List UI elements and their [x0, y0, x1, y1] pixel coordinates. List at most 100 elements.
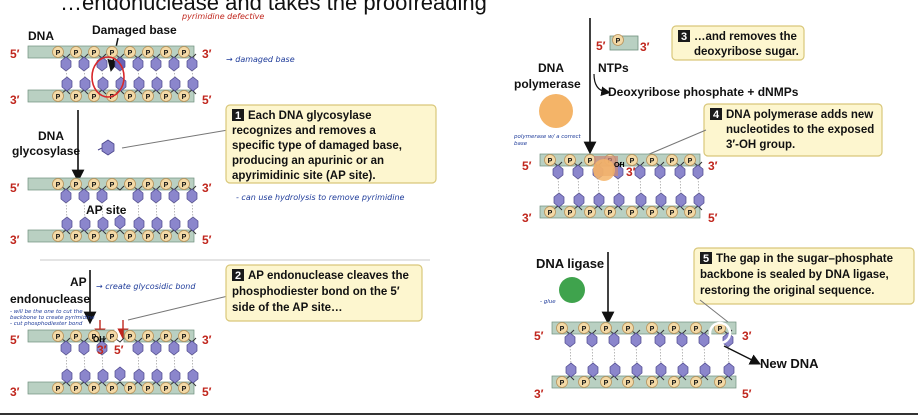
step4-number: 4 [713, 109, 720, 121]
phosphate-group [70, 382, 82, 394]
phosphate-label: P [92, 94, 97, 101]
step4-text-line: 3′-OH group. [726, 139, 795, 151]
base [151, 216, 163, 232]
phosphate-label: P [548, 158, 553, 165]
phosphate-label: P [146, 94, 151, 101]
base [187, 76, 199, 92]
phosphate-group [160, 382, 172, 394]
base [635, 192, 647, 208]
base [552, 164, 564, 180]
phosphate-label: P [56, 50, 61, 57]
phosphate-label: P [146, 182, 151, 189]
base [675, 192, 687, 208]
polymerase-note: base [514, 141, 528, 147]
phosphate-group [124, 382, 136, 394]
three-prime-label: 3′ [202, 47, 212, 61]
phosphate-label: P [630, 158, 635, 165]
three-prime-label: 3′ [534, 387, 544, 401]
phosphate-label: P [128, 182, 133, 189]
callout-leader-5 [699, 299, 729, 323]
five-prime-label: 5′ [596, 39, 606, 53]
base [114, 366, 126, 382]
phosphate-group: P [612, 34, 624, 46]
phosphate-label: P [56, 386, 61, 393]
base [168, 340, 180, 356]
five-prime-label: 5′ [202, 385, 212, 399]
base-pair-bond [727, 345, 730, 365]
phosphate-label: P [110, 182, 115, 189]
base [654, 332, 666, 348]
step1-text-line: apyrimidinic site (AP site). [232, 170, 376, 182]
phosphate-label: P [182, 182, 187, 189]
phosphate-group [684, 154, 696, 166]
pyrimidine-note: pyrimidine defective [181, 12, 264, 21]
phosphate-label: P [128, 234, 133, 241]
glycosylase-label-2: glycosylase [12, 144, 80, 158]
base [79, 216, 91, 232]
cut-note: backbone to create pyrimidine [10, 315, 95, 321]
base [586, 332, 598, 348]
phosphate-label: P [56, 182, 61, 189]
step1-number: 1 [235, 110, 241, 122]
phosphate-group [160, 330, 172, 342]
backbone-strand [539, 153, 701, 167]
base [96, 188, 108, 204]
base [151, 368, 163, 384]
base [186, 188, 198, 204]
phosphate-group [668, 376, 680, 388]
phosphate-group [124, 330, 136, 342]
phosphate-label: P [182, 386, 187, 393]
step2-badge [232, 269, 244, 281]
phosphate-group [106, 330, 118, 342]
base [78, 56, 90, 72]
phosphate-group [88, 382, 100, 394]
phosphate-label: P [604, 380, 609, 387]
phosphate-group [88, 330, 100, 342]
three-prime-label: 3′ [202, 181, 212, 195]
base [78, 340, 90, 356]
phosphate-label: P [128, 94, 133, 101]
phosphate-group [124, 178, 136, 190]
base [723, 362, 735, 378]
phosphate-group [178, 382, 190, 394]
backbone-strand [551, 375, 737, 389]
base [565, 362, 577, 378]
base [587, 362, 599, 378]
base-pair-bond [137, 201, 140, 219]
phosphate-label: P [164, 386, 169, 393]
phosphate-label: P [146, 234, 151, 241]
step5-text-line: The gap in the sugar–phosphate [716, 253, 893, 265]
base [613, 192, 625, 208]
phosphate-label: P [650, 326, 655, 333]
phosphate-label: P [92, 386, 97, 393]
phosphate-group [178, 330, 190, 342]
phosphate-label: P [548, 210, 553, 217]
phosphate-group [106, 178, 118, 190]
phosphate-label: P [588, 158, 593, 165]
phosphate-group [690, 322, 702, 334]
five-prime-label: 5′ [10, 333, 20, 347]
phosphate-group [88, 178, 100, 190]
base [132, 188, 144, 204]
phosphate-label: P [718, 380, 723, 387]
base [699, 362, 711, 378]
phosphate-group [88, 90, 100, 102]
phosphate-label: P [718, 326, 723, 333]
base [61, 368, 73, 384]
phosphate-group [160, 178, 172, 190]
phosphate-label: P [626, 380, 631, 387]
phosphate-label: P [650, 380, 655, 387]
ligated-phosphate-ring [708, 321, 732, 345]
phosphate-group [160, 46, 172, 58]
base-pair-bond [65, 69, 68, 79]
phosphate-group [142, 230, 154, 242]
phosphate-label: P [604, 326, 609, 333]
phosphate-label: P [670, 158, 675, 165]
three-prime-label: 3′ [640, 40, 650, 54]
base-pair-bond [577, 177, 580, 195]
base [151, 76, 163, 92]
base [698, 332, 710, 348]
phosphate-label: P [146, 50, 151, 57]
base-pair-bond [191, 69, 194, 79]
